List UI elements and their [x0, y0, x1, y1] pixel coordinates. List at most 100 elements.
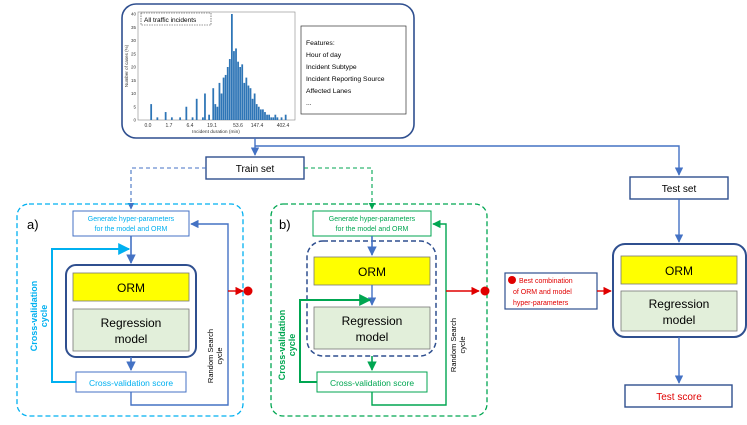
histogram-bar [185, 106, 188, 120]
final-regression-line1: Regression [649, 297, 710, 311]
feature-ellipsis: ... [306, 100, 312, 107]
histogram-y-tick-label: 35 [131, 25, 137, 30]
feature-hour-of-day: Hour of day [306, 52, 342, 59]
histogram-y-tick-label: 40 [131, 12, 137, 17]
histogram-x-axis-label: Incident duration (min) [192, 129, 240, 135]
histogram-bar [226, 67, 229, 120]
histogram-bar [272, 117, 275, 120]
panel-b-cv-loop [299, 294, 372, 383]
histogram-bar [268, 114, 271, 120]
test-score-label: Test score [656, 392, 702, 403]
histogram-x-tick-label: 1.7 [166, 123, 173, 129]
histogram-y-tick-label: 30 [131, 38, 137, 43]
histogram-bar [208, 114, 210, 120]
panel-a-orm-box [72, 272, 190, 302]
histogram-bar [179, 117, 182, 120]
features-box [300, 25, 407, 115]
panel-a-regression-line2: model [115, 332, 148, 346]
best-combination-line3: hyper-parameters [513, 300, 569, 307]
panel-b-regression-line1: Regression [342, 314, 403, 328]
histogram-bar [253, 93, 256, 120]
features-title: Features: [306, 40, 335, 47]
panel-b-cv-cycle-line2: cycle [287, 334, 297, 357]
best-combination-line2: of ORM and model [513, 289, 572, 296]
panel-b-rs-loop [371, 219, 447, 406]
histogram-x-ticks: 0.0 1.7 6.4 19.1 53.6 147.4 402.4 [145, 123, 290, 129]
histogram-bar [259, 109, 262, 120]
histogram-bar [150, 104, 153, 120]
histogram-bar [224, 74, 227, 120]
histogram-y-tick-label: 5 [133, 104, 136, 109]
histogram-bar [220, 93, 223, 120]
histogram-bar [255, 104, 258, 120]
panel-a-cv-loop [51, 243, 131, 383]
histogram-bar [284, 114, 287, 120]
histogram-bar [228, 59, 231, 120]
histogram-bar [243, 82, 246, 120]
histogram-x-tick-label: 402.4 [277, 123, 290, 129]
histogram-plot-area [137, 11, 296, 121]
test-set-label: Test set [662, 184, 697, 195]
histogram-legend-box [140, 12, 212, 26]
histogram-bar [280, 117, 283, 120]
histogram-y-axis-label: Number of cases (%) [124, 44, 129, 87]
histogram-bar [249, 88, 252, 120]
panel-b-cv-cycle-line1: Cross-validation [277, 310, 287, 381]
panel-a-rs-loop [130, 219, 229, 406]
arrow-train-to-b [304, 167, 376, 210]
histogram-x-tick-label: 53.6 [233, 123, 243, 129]
panel-a-regression-box [72, 308, 190, 352]
histogram-bar [262, 109, 264, 120]
histogram-x-tick-label: 6.4 [187, 123, 194, 129]
histogram-bar [257, 106, 260, 120]
histogram-y-tick-label: 15 [131, 78, 137, 83]
feature-reporting-source: Incident Reporting Source [306, 76, 385, 83]
panel-a-red-dot [243, 286, 253, 296]
histogram-y-tick-label: 25 [131, 51, 137, 56]
histogram-bar [237, 61, 239, 120]
feature-incident-subtype: Incident Subtype [306, 64, 357, 71]
panel-b-cv-score-label: Cross-validation score [330, 378, 414, 388]
histogram-bar [270, 117, 273, 120]
panel-b-generate-line1: Generate hyper-parameters [329, 216, 416, 223]
panel-b-rs-cycle-line2: cycle [458, 336, 467, 353]
histogram-x-tick-label: 19.1 [207, 123, 217, 129]
histogram-bar [214, 104, 217, 120]
final-regression-box [620, 290, 738, 332]
arrow-train-to-a [127, 167, 206, 210]
panel-a-cv-cycle-line2: cycle [39, 305, 49, 328]
histogram-bar [202, 117, 204, 120]
histogram-bar [239, 67, 242, 120]
histogram-bar [251, 98, 254, 120]
histogram-bars [150, 14, 287, 121]
histogram-bar [195, 98, 198, 120]
panel-b-generate-line2: for the model and ORM [336, 226, 409, 233]
histogram-x-tick-label: 147.4 [251, 123, 264, 129]
test-score-box [624, 384, 733, 408]
panel-a-rs-cycle-line2: cycle [215, 347, 224, 364]
histogram-bar [191, 117, 194, 120]
histogram-bar [245, 77, 248, 120]
panel-b-rs-cycle-line1: Random Search [449, 318, 458, 372]
panel-a-regression-line1: Regression [101, 316, 162, 330]
histogram-bar [230, 14, 233, 120]
panel-b-orm-label: ORM [358, 265, 386, 279]
histogram-bar [266, 114, 268, 120]
histogram-bar [164, 112, 167, 120]
histogram-bar [204, 93, 206, 120]
histogram-x-tick-label: 0.0 [145, 123, 152, 129]
panel-b-label: b) [279, 217, 291, 232]
histogram-bar [156, 117, 159, 120]
histogram-y-tick-label: 20 [131, 65, 137, 70]
histogram-bar [222, 77, 225, 120]
panel-a-cv-cycle-line1: Cross-validation [29, 281, 39, 352]
histogram-bar [264, 112, 266, 120]
histogram-bar [235, 48, 237, 121]
histogram-bar [170, 117, 173, 120]
histogram-bar [233, 51, 235, 120]
histogram-legend-label: All traffic incidents [144, 17, 197, 24]
histogram-y-tick-label: 10 [131, 91, 137, 96]
